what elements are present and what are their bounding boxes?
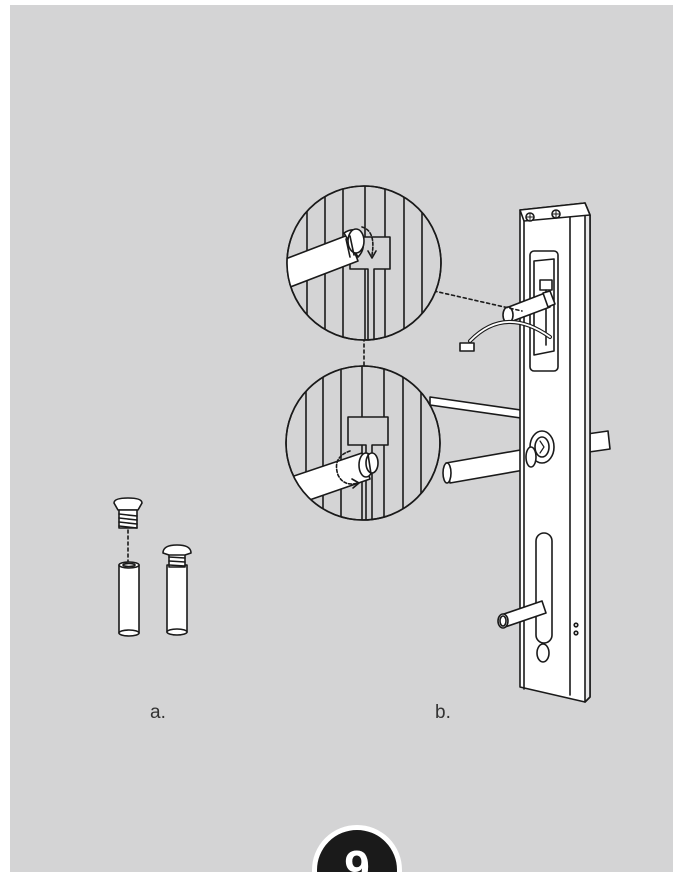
wire-connector-icon [459,320,552,352]
mortise-lock-assembly [429,202,611,703]
spindle-collar [525,430,555,468]
spindle-bar [442,448,531,484]
sleeve-tube-icon [118,561,140,637]
upper-spindle-icon [502,290,556,324]
detail-view-bottom [285,365,441,521]
lower-spindle-icon [497,600,547,629]
label-a: a. [150,702,166,723]
instruction-panel: a. b. 9 [10,5,673,872]
detail-view-top [286,185,442,341]
loose-screw-icon [113,497,143,529]
assembled-sleeve-icon [162,544,192,636]
callout-line [433,290,523,312]
screw-and-sleeve-parts [113,497,192,637]
label-b: b. [435,702,451,723]
installation-diagram [113,185,611,703]
